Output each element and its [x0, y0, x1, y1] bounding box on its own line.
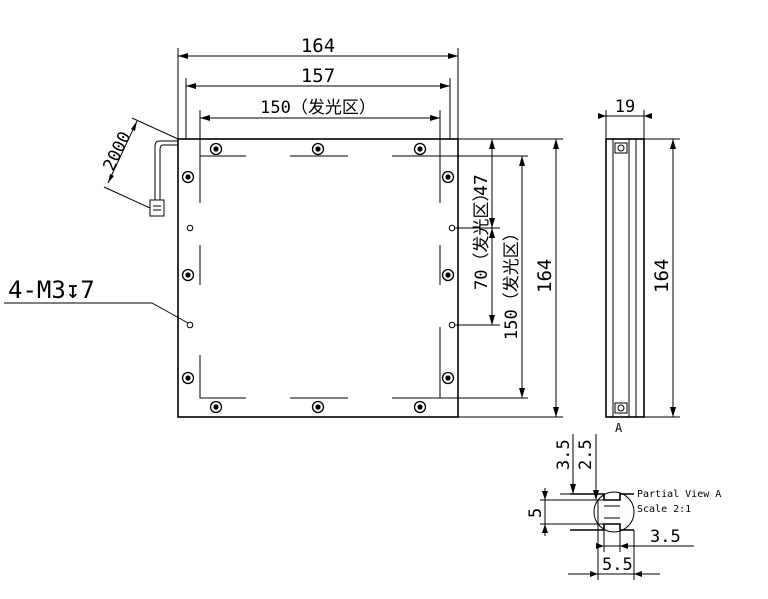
overall-height-dimension: 164 — [458, 138, 563, 418]
detail-view: 3.5 2.5 5 3.5 — [526, 434, 721, 580]
side-profile — [605, 138, 645, 418]
hole-spacing-mid-text: 70（发光区） — [472, 185, 492, 290]
detail-dim-a-text: 3.5 — [554, 439, 574, 470]
overall-height-text: 164 — [534, 259, 556, 293]
emitting-area-outline — [199, 155, 441, 399]
detail-dim-a: 3.5 — [554, 434, 576, 495]
frame-width-dimension: 157 — [185, 65, 451, 139]
side-height-text: 164 — [651, 259, 673, 293]
mount-callout-text: 4-M3↧7 — [8, 276, 95, 304]
emitting-width-dimension: 150（发光区） — [199, 98, 441, 156]
detail-dim-c: 5 — [526, 488, 604, 536]
mounting-holes — [186, 224, 456, 329]
light-panel-body — [177, 138, 459, 418]
detail-dim-e: 5.5 — [568, 524, 660, 580]
side-view: 19 164 A — [598, 97, 680, 435]
detail-dim-b: 2.5 — [576, 434, 599, 500]
thickness-dimension: 19 — [598, 97, 652, 139]
detail-dim-b-text: 2.5 — [576, 439, 596, 470]
cable-length-dimension: 2000 — [100, 117, 179, 209]
emitting-height-dimension: 150（发光区） — [440, 155, 528, 399]
detail-dim-c-text: 5 — [526, 508, 546, 518]
detail-dim-d: 3.5 — [596, 527, 694, 552]
front-view: 2000 164 157 150（发光区） — [4, 35, 563, 418]
section-label: A — [615, 421, 623, 435]
overall-width-text: 164 — [301, 35, 335, 57]
detail-circle — [593, 491, 635, 533]
side-height-dimension: 164 — [644, 138, 680, 418]
cable — [149, 140, 178, 217]
mount-callout: 4-M3↧7 — [4, 276, 189, 324]
frame-width-text: 157 — [301, 65, 335, 87]
detail-title: Partial View A — [637, 489, 721, 500]
emitting-width-text: 150（发光区） — [260, 98, 376, 118]
cable-length-text: 2000 — [100, 129, 136, 175]
screw-heads — [181, 142, 455, 414]
thickness-text: 19 — [615, 97, 635, 117]
overall-width-dimension: 164 — [177, 35, 459, 139]
hole-spacing-top-text: 47 — [471, 174, 492, 196]
detail-dim-d-text: 3.5 — [650, 527, 681, 547]
hole-spacing-mid-dimension: 70（发光区） — [455, 185, 500, 326]
detail-dim-e-text: 5.5 — [602, 555, 633, 575]
detail-scale: Scale 2:1 — [637, 504, 691, 515]
emitting-height-text: 150（发光区） — [502, 224, 522, 340]
